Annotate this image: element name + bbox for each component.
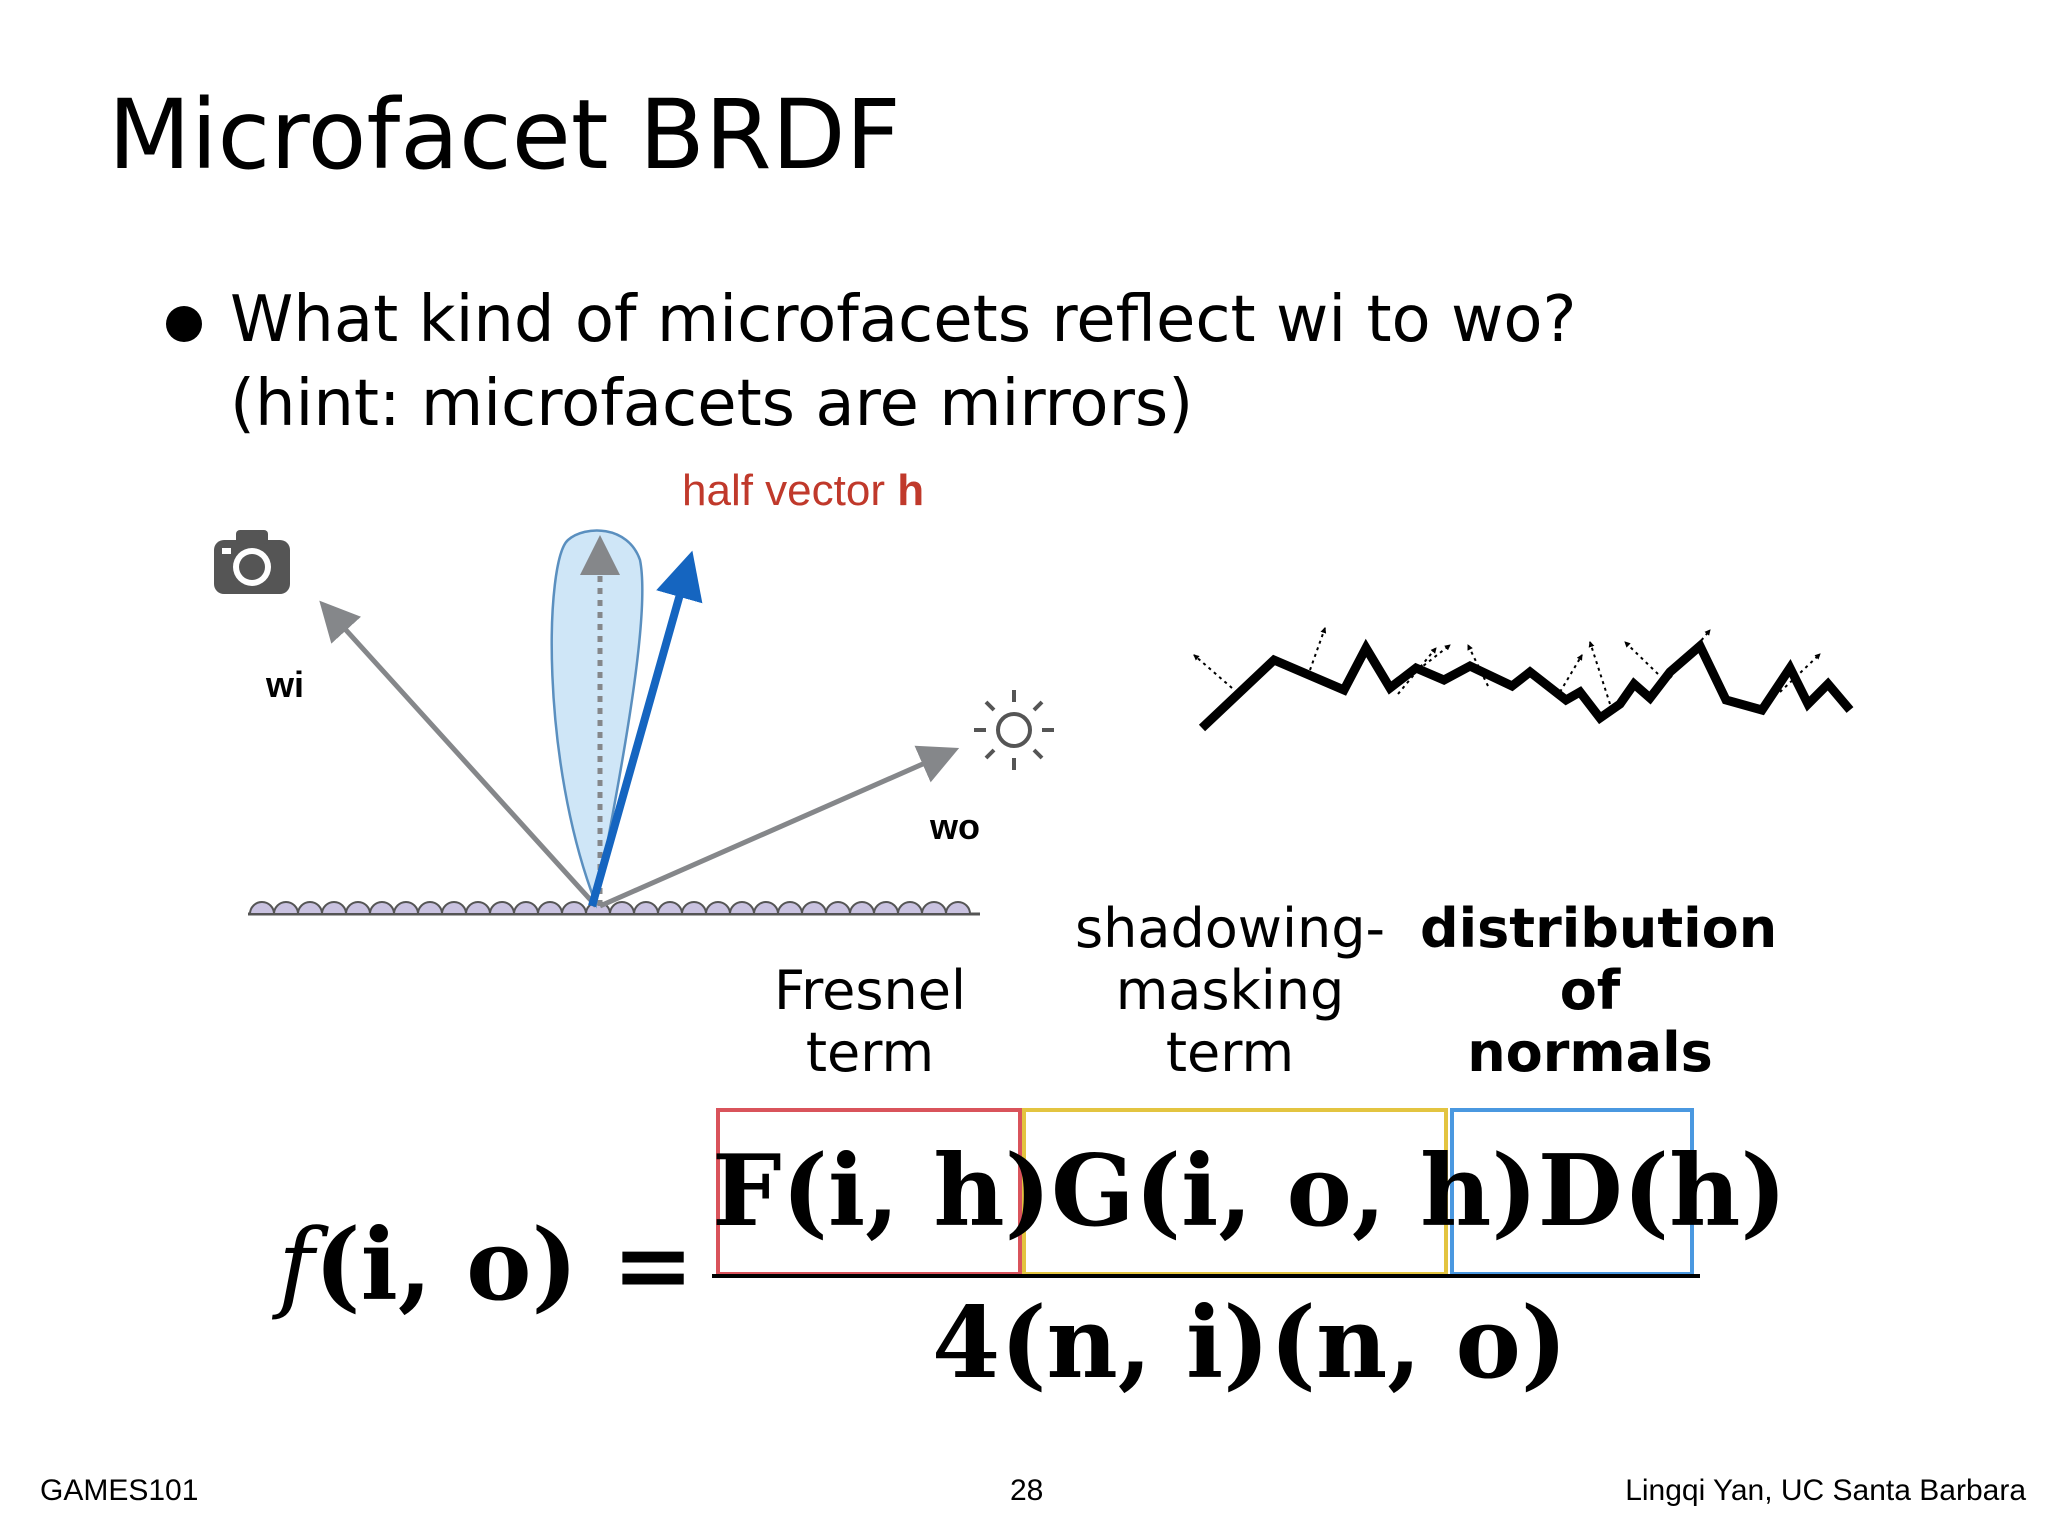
microfacet-bump: [800, 901, 828, 915]
microfacet-bump: [824, 901, 852, 915]
camera-icon: [214, 530, 290, 594]
distribution-term-line-1: distribution: [1420, 897, 1778, 960]
wi-label: wi: [266, 664, 305, 705]
wi-vector: [319, 600, 598, 908]
microfacet-bump: [608, 901, 636, 915]
distribution-term-line-3: normals: [1467, 1021, 1713, 1084]
microfacet-bump: [872, 901, 900, 915]
half-vector-symbol: h: [897, 466, 925, 515]
microfacet-bump: [536, 901, 564, 915]
microfacet-bump: [680, 901, 708, 915]
slide-title: Microfacet BRDF: [108, 79, 901, 191]
formula-D: D(h): [1537, 1134, 1787, 1249]
distribution-of-normals-label: distribution of normals: [1420, 897, 1778, 1084]
footer-course: GAMES101: [40, 1474, 199, 1507]
microfacet-bump: [272, 901, 300, 915]
shadowing-term-line-1: shadowing-: [1075, 897, 1385, 960]
microfacet-bump: [416, 901, 444, 915]
shadowing-term-line-3: term: [1165, 1021, 1295, 1084]
half-vector-label: half vector h: [682, 466, 924, 516]
microfacet-bump: [752, 901, 780, 915]
rough-surface-profile: [1198, 638, 1854, 732]
distribution-term-line-2: of: [1559, 959, 1621, 1022]
bullet-dot: [166, 306, 202, 342]
shadowing-masking-term-label: shadowing- masking term: [1060, 898, 1400, 1084]
formula-F: F(i, h): [712, 1134, 1052, 1249]
microfacet-bump: [464, 901, 492, 915]
formula-denominator-text: 4(n, i)(n, o): [932, 1286, 1568, 1401]
bullet-question: What kind of microfacets reflect wi to w…: [230, 283, 1577, 357]
half-vector-text: half vector: [682, 466, 898, 515]
microfacet-bump: [248, 901, 276, 915]
formula-numerator: F(i, h)G(i, o, h)D(h): [712, 1134, 1787, 1249]
formula-G: G(i, o, h): [1051, 1134, 1538, 1249]
bullet-hint: (hint: microfacets are mirrors): [230, 367, 1194, 441]
microfacet-bump: [728, 901, 756, 915]
microfacet-bump: [632, 901, 660, 915]
microfacet-bump: [296, 901, 324, 915]
footer-author: Lingqi Yan, UC Santa Barbara: [1625, 1474, 2026, 1507]
microfacet-bump: [704, 901, 732, 915]
microfacet-bump: [920, 901, 948, 915]
formula-denominator: 4(n, i)(n, o): [932, 1286, 1567, 1401]
microfacet-bump: [512, 901, 540, 915]
microfacet-bump: [320, 901, 348, 915]
formula-lhs-args: (i, o) =: [314, 1208, 695, 1323]
microfacet-bump: [392, 901, 420, 915]
microfacet-bump: [344, 901, 372, 915]
fresnel-term-line-2: term: [805, 1021, 935, 1084]
wo-vector: [598, 745, 960, 909]
microfacet-bump: [368, 901, 396, 915]
rough-surface-diagram: [1193, 627, 1854, 732]
reflection-diagram: [214, 529, 1054, 916]
fresnel-term-line-1: Fresnel: [774, 959, 966, 1022]
wo-label: wo: [930, 806, 980, 847]
specular-lobe: [550, 529, 644, 909]
footer-page-number: 28: [1010, 1474, 1044, 1507]
shadowing-term-line-2: masking: [1115, 959, 1345, 1022]
fraction-bar: [712, 1274, 1700, 1278]
fresnel-term-label: Fresnel term: [740, 960, 1000, 1084]
formula-lhs-f: f: [278, 1209, 315, 1323]
microfacet-bump: [560, 901, 588, 915]
formula-lhs: f(i, o) =: [278, 1208, 694, 1323]
half-vector-arrow: [588, 550, 703, 908]
microfacet-bump: [944, 901, 972, 915]
microfacet-bump: [440, 901, 468, 915]
microfacet-bump: [896, 901, 924, 915]
microfacet-bump: [656, 901, 684, 915]
sun-icon: [974, 690, 1054, 770]
microfacet-bump: [776, 901, 804, 915]
microfacet-bump: [848, 901, 876, 915]
microfacet-surface: [248, 901, 980, 916]
microfacet-bump: [488, 901, 516, 915]
